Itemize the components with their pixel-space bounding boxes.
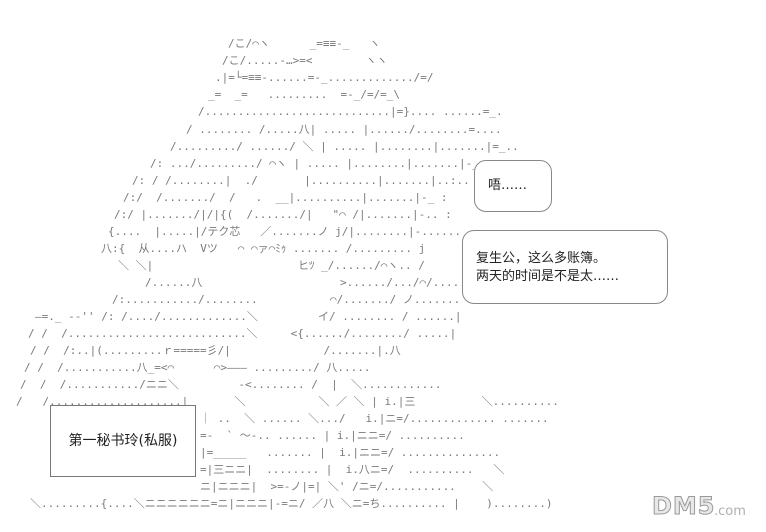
nameplate-label: 第一秘书玲(私服) (68, 433, 178, 449)
ascii-art-line: /......八 (145, 276, 203, 289)
ascii-art-line: /: .../........./ ⌒ヽ | ..... |........|.… (150, 157, 499, 170)
ascii-art-line: / / /:..|(.........ｒ=====彡/| /.......|.八 (30, 344, 401, 357)
ascii-art-line: >....../.../⌒/...../ (340, 276, 473, 289)
ascii-art-line: .|=└=≡≡-......=-_............./=/ (215, 71, 434, 84)
ascii-art-line: ｜ .. ＼ ...... ＼.../ i.|ニ=/............. … (200, 412, 549, 425)
ascii-art-line: / /....................| ＼ ＼ ／ ＼ | i.|三 … (16, 395, 559, 408)
speech-bubble-top: 唔…… (470, 160, 552, 212)
ascii-art-line: =- ` ～-.. ...... | i.|ニニ=/ .......... (200, 429, 465, 442)
ascii-art-line: _= _= ......... =-_/=/=_\ (208, 88, 401, 101)
ascii-art-line: /:/ |......./|/|{( /......./| "⌒ /|.....… (114, 208, 452, 221)
ascii-art-line: イ/ ........ / ......| (318, 310, 462, 323)
ascii-art-line: ＼ ＼| (118, 259, 154, 272)
watermark-suffix: .com (714, 504, 746, 519)
ascii-art-line: / / /.........../ニニ＼ -<........ / | ＼...… (20, 378, 442, 391)
ascii-art-line: {.... |.....|/テク芯 ／.......ノ j/|........|… (108, 225, 462, 238)
ascii-art-line: /: / /........| ./ |..........|.......|.… (132, 174, 470, 187)
ascii-art-line: ヒﾂ _/....../⌒ヽ.. / (298, 259, 425, 272)
bubble-outline (462, 230, 668, 304)
ascii-art-line: —=._ --'' /: /..../.............＼ (35, 310, 258, 323)
ascii-art-line: |=_____ ....... | i.|ニニ=/ ..............… (200, 446, 501, 459)
speech-bubble-right: 复生公，这么多账簿。 两天的时间是不是太…… (458, 230, 668, 306)
ascii-art-line: / ........ /.....八| ..... |....../......… (186, 123, 502, 136)
character-nameplate: 第一秘书玲(私服) (50, 405, 196, 477)
ascii-art-line: /こ/.....-…>=< ヽヽ (222, 54, 388, 67)
bubble-text: 唔…… (488, 178, 528, 193)
bubble-text-line-2: 两天的时间是不是太…… (476, 269, 620, 284)
ascii-art-line: ニ|ニニニ| >=-ノ|=| ＼' /ニ=/........... ＼ (200, 480, 494, 493)
site-watermark-logo: DM5 .com (648, 490, 760, 524)
ascii-art-line: 八:{ 从....ハ Vツ ⌒ ⌒ァ⌒ﾐｩ ....... /.........… (101, 242, 426, 255)
bubble-outline (474, 160, 552, 212)
ascii-art-line: =|三ニニ| ........ | i.八ニ=/ .......... ＼ (200, 463, 505, 476)
watermark-text: DM5 (652, 492, 716, 521)
ascii-art-line: ＼.........{....＼ニニニニニニ=ニ|ニニニ|-=ニ/ ／八 ＼ニ=… (30, 497, 553, 510)
ascii-art-line: /............................|=}.... ...… (198, 105, 503, 118)
ascii-art-line: /........./ ....../ ＼ | ..... |........|… (170, 140, 519, 153)
ascii-art-line: /:/ /......./ / . __|..........|.......|… (123, 191, 448, 204)
bubble-text-line-1: 复生公，这么多账簿。 (476, 251, 607, 266)
ascii-art-line: / / /...........................＼ <{....… (28, 327, 457, 340)
ascii-art-line: ⌒/......./ ノ....... (330, 293, 461, 306)
ascii-art-line: /:.........../........ (112, 293, 258, 306)
ascii-art-line: / / /...........八_=<⌒ ⌒>——— ........./ 八… (24, 361, 371, 374)
ascii-art-line: /こ/⌒ヽ _=≡≡-_ ヽ (228, 37, 381, 50)
